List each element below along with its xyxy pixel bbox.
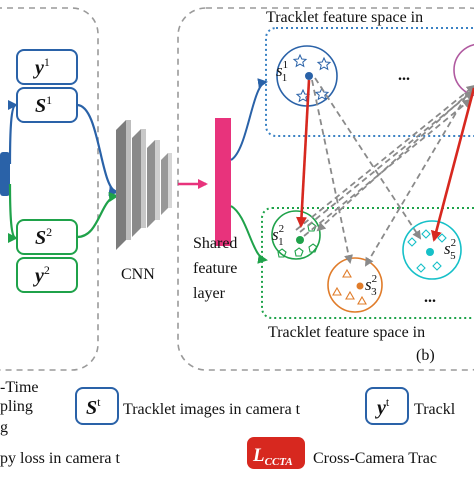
- branch-down-curve: [7, 183, 18, 243]
- legend-y-symbol: yt: [375, 395, 390, 419]
- legend-y-box: [365, 387, 409, 425]
- legend-fragment-3: g: [0, 419, 8, 436]
- legend-s-box: [75, 387, 119, 425]
- orange-cluster-center-dot: [356, 282, 364, 290]
- shared-feature-layer-bar: [215, 118, 231, 246]
- ccta-arrow-2: [430, 87, 474, 242]
- top-space-title: Tracklet feature space in: [266, 9, 423, 26]
- orange-cluster-triangle-markers: [332, 268, 367, 305]
- box-s1-label: S1: [35, 93, 52, 117]
- legend-fragment-2: pling: [0, 398, 33, 415]
- box-y1-label: y1: [33, 55, 50, 79]
- ellipsis-top: ...: [398, 67, 410, 84]
- cnn-label: CNN: [121, 266, 155, 283]
- s2-to-cnn-curve: [76, 191, 119, 239]
- input-stub: [0, 152, 10, 196]
- dashed-association-arrows: [295, 77, 474, 267]
- legend-s-text: Tracklet images in camera t: [123, 401, 301, 418]
- cyan-cluster-center-dot: [426, 248, 434, 256]
- bottom-cluster-1-center-dot: [296, 236, 304, 244]
- shared-layer-label-1: Shared: [193, 235, 237, 252]
- layer-to-bottom-space-curve: [230, 205, 268, 264]
- legend-l-box: [247, 437, 305, 469]
- box-y1: [16, 49, 78, 85]
- ccta-arrow-1: [296, 79, 311, 228]
- left-panel-frame: [0, 7, 99, 371]
- box-y2: [16, 257, 78, 293]
- cluster-bottom-1: [271, 210, 321, 260]
- legend-s-symbol: St: [86, 395, 101, 419]
- legend-y-text: Trackl: [414, 401, 456, 418]
- ellipsis-bottom: ...: [424, 289, 436, 306]
- shared-layer-label-3: layer: [193, 285, 226, 302]
- top-feature-space-frame: [265, 27, 474, 137]
- cnn-stack-icon: [116, 120, 172, 250]
- top-cluster-center-dot: [305, 72, 313, 80]
- cluster-top-purple: [453, 43, 474, 97]
- panel-tag: (b): [416, 347, 435, 364]
- box-y2-label: y2: [33, 263, 50, 287]
- legend-l-text: Cross-Camera Trac: [313, 450, 437, 467]
- legend-fragment-4: py loss in camera t: [0, 450, 121, 467]
- right-panel-frame: [177, 7, 474, 371]
- shared-layer-label-2: feature: [193, 260, 237, 277]
- cluster-bottom-5: [402, 220, 462, 280]
- legend-l-symbol: LCCTA: [252, 445, 293, 468]
- layer-to-top-space-curve: [230, 78, 268, 161]
- legend-fragment-1: -Time: [0, 379, 39, 396]
- bottom-feature-space-frame: [261, 207, 474, 319]
- bottom-space-title: Tracklet feature space in: [268, 324, 425, 341]
- s1-to-cnn-curve: [76, 103, 119, 196]
- box-s2-label: S2: [35, 225, 52, 249]
- cluster-bottom-3: [327, 257, 383, 313]
- branch-up-curve: [7, 100, 18, 165]
